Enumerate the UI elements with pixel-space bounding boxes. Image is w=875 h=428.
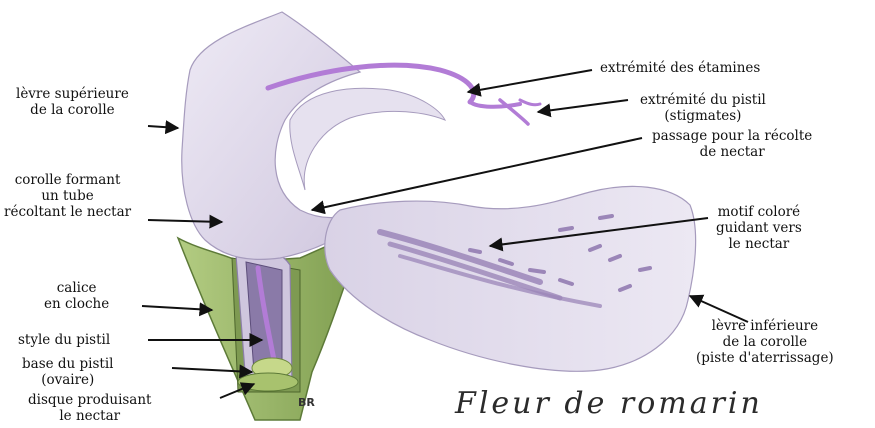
nectar-disc: [238, 373, 298, 391]
label-nectar-disc: disque produisant le nectar: [28, 392, 151, 424]
pistil-tip-2: [520, 100, 540, 105]
hood-arch: [290, 88, 445, 190]
label-nectar-passage: passage pour la récolte de nectar: [652, 128, 812, 160]
arrow-calyx: [142, 306, 212, 310]
label-ovary: base du pistil (ovaire): [22, 356, 113, 388]
arrow-upper-lip: [148, 126, 178, 128]
arrow-stamen-tips: [468, 70, 592, 92]
arrow-pistil-tip: [538, 100, 628, 112]
lower-lip: [325, 186, 696, 371]
label-style: style du pistil: [18, 332, 110, 348]
stamen-2: [470, 102, 520, 107]
label-upper-lip: lèvre supérieure de la corolle: [16, 86, 129, 118]
label-lower-lip: lèvre inférieure de la corolle (piste d'…: [696, 318, 834, 366]
diagram-title: Fleur de romarin: [455, 386, 763, 421]
label-stamen-tips: extrémité des étamines: [600, 60, 760, 76]
label-calyx: calice en cloche: [44, 280, 109, 312]
label-colored-motif: motif coloré guidant vers le nectar: [716, 204, 802, 252]
label-corolla-tube: corolle formant un tube récoltant le nec…: [4, 172, 131, 220]
label-pistil-tip: extrémité du pistil (stigmates): [640, 92, 766, 124]
artist-signature: BR: [298, 396, 315, 409]
